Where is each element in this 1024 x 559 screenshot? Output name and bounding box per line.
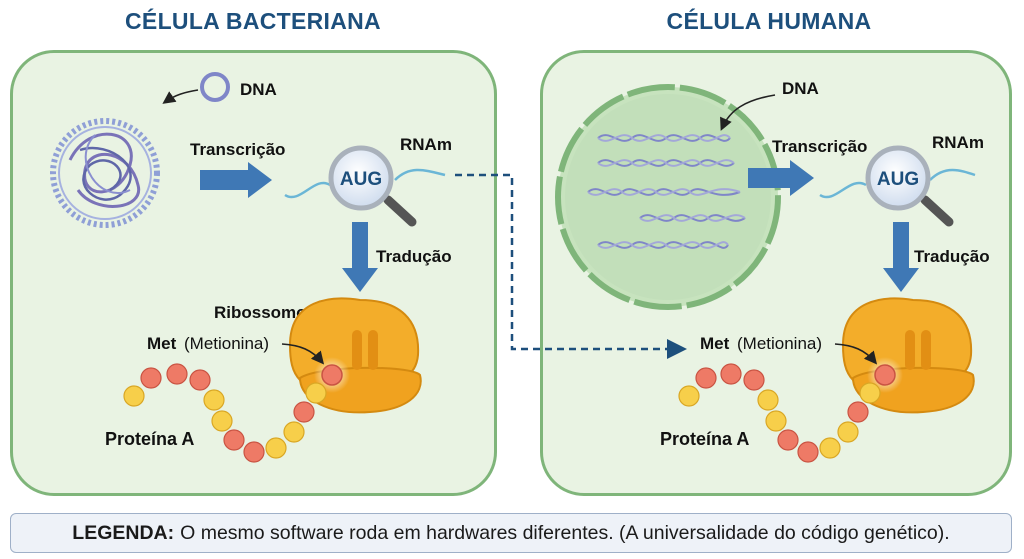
bacterial-nucleoid-icon <box>50 118 160 228</box>
human-met-pointer <box>834 343 878 365</box>
dna-pointer-arrow <box>162 89 199 104</box>
bacterial-rna-label: RNAm <box>400 135 452 154</box>
human-magnifier-icon <box>865 145 954 227</box>
bacterial-codon-label: AUG <box>340 169 382 190</box>
bacterial-translation-arrow <box>342 222 378 292</box>
human-met-full-label: (Metionina) <box>737 334 822 353</box>
universality-connector <box>455 173 687 359</box>
human-mrna-strand <box>819 181 867 199</box>
bacterial-met-full-label: (Metionina) <box>184 334 269 353</box>
human-protein-label: Proteína A <box>660 429 749 449</box>
human-dna-label: DNA <box>782 79 819 98</box>
human-transcription-label: Transcrição <box>772 137 867 156</box>
bacterial-protein-chain <box>123 363 327 463</box>
human-nucleus-icon <box>555 84 781 310</box>
bacterial-translation-label: Tradução <box>376 247 452 266</box>
bacterial-cell-title: CÉLULA BACTERIANA <box>125 8 381 34</box>
human-rna-label: RNAm <box>932 133 984 152</box>
bacterial-met-pointer <box>281 343 325 365</box>
bacterial-dna-label: DNA <box>240 80 277 99</box>
human-chromosome-strands <box>587 134 746 249</box>
bacterial-transcription-arrow <box>200 162 272 198</box>
bacterial-protein-label: Proteína A <box>105 429 194 449</box>
bacterial-transcription-label: Transcrição <box>190 140 285 159</box>
legend-label: LEGENDA: <box>72 521 175 544</box>
bacterial-magnifier-icon <box>328 145 417 227</box>
human-protein-chain <box>678 363 881 463</box>
human-cell-title: CÉLULA HUMANA <box>666 8 872 34</box>
human-translation-arrow <box>883 222 919 292</box>
human-dna-pointer <box>720 94 776 131</box>
human-codon-label: AUG <box>877 169 919 190</box>
human-mrna-strand-end <box>929 168 976 181</box>
ribosome-label: Ribossomo <box>214 303 307 322</box>
plasmid-icon <box>200 72 230 102</box>
legend-text: O mesmo software roda em hardwares difer… <box>180 521 950 544</box>
human-met-label: Met <box>700 334 730 353</box>
bacterial-mrna-strand-end <box>394 168 446 181</box>
bacterial-mrna-strand <box>284 181 331 199</box>
genetic-code-diagram: DNA Transcrição RNAm AUG Tradução Riboss… <box>50 72 990 463</box>
human-transcription-arrow <box>748 160 814 196</box>
human-translation-label: Tradução <box>914 247 990 266</box>
legend-box: LEGENDA: O mesmo software roda em hardwa… <box>10 513 1012 553</box>
bacterial-met-label: Met <box>147 334 177 353</box>
